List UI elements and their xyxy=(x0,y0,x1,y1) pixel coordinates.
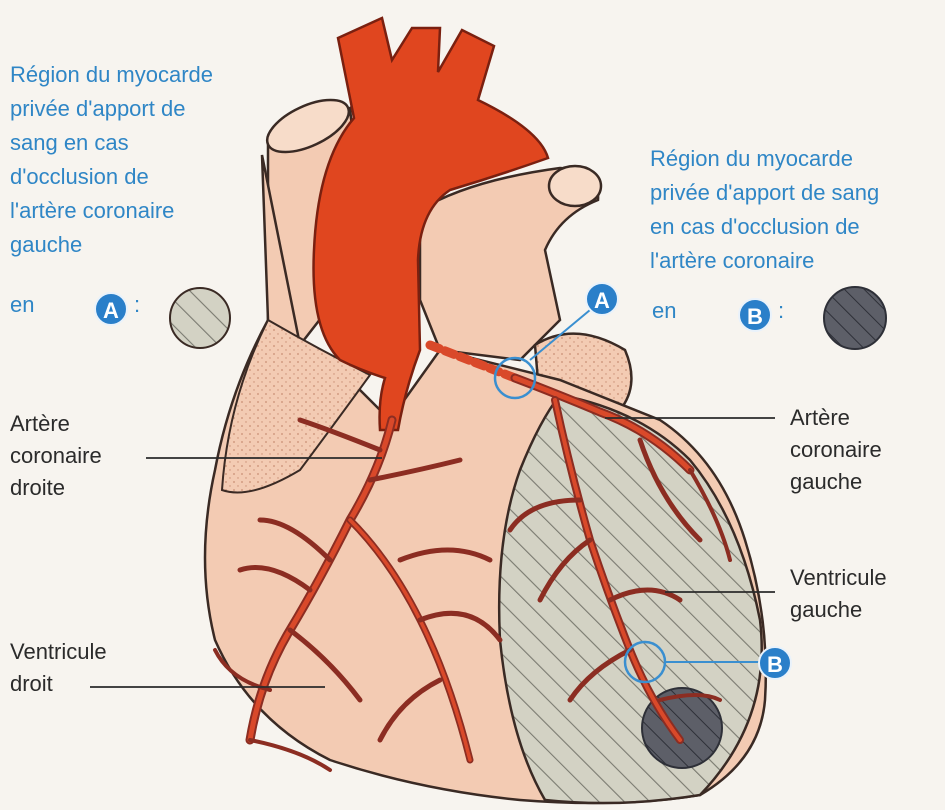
legend-right-line: l'artère coronaire xyxy=(650,244,879,278)
marker-b-badge: B xyxy=(758,646,792,680)
legend-left-colon: : xyxy=(134,292,140,318)
legend-left-en: en xyxy=(10,292,34,318)
label-line: Ventricule xyxy=(790,562,887,594)
legend-swatch-dark-hatch xyxy=(824,287,886,349)
legend-swatch-light-hatch xyxy=(170,288,230,348)
legend-right-badge: B xyxy=(738,298,772,332)
label-line: Artère xyxy=(790,402,882,434)
legend-left-line: Région du myocarde xyxy=(10,58,213,92)
legend-left-line: privée d'apport de xyxy=(10,92,213,126)
label-left-ventricle: Ventricule gauche xyxy=(790,562,887,626)
legend-left-line: l'artère coronaire xyxy=(10,194,213,228)
label-right-ventricle: Ventricule droit xyxy=(10,636,107,700)
label-left-coronary: Artère coronaire gauche xyxy=(790,402,882,498)
label-line: droite xyxy=(10,472,102,504)
legend-left: Région du myocarde privée d'apport de sa… xyxy=(10,58,213,262)
label-right-coronary: Artère coronaire droite xyxy=(10,408,102,504)
label-line: gauche xyxy=(790,594,887,626)
legend-right: Région du myocarde privée d'apport de sa… xyxy=(650,142,879,278)
label-line: coronaire xyxy=(10,440,102,472)
legend-left-line: d'occlusion de xyxy=(10,160,213,194)
legend-right-en: en xyxy=(652,298,676,324)
label-line: droit xyxy=(10,668,107,700)
legend-right-colon: : xyxy=(778,298,784,324)
label-line: Artère xyxy=(10,408,102,440)
label-line: gauche xyxy=(790,466,882,498)
label-line: coronaire xyxy=(790,434,882,466)
legend-right-line: privée d'apport de sang xyxy=(650,176,879,210)
marker-a-badge: A xyxy=(585,282,619,316)
legend-right-line: Région du myocarde xyxy=(650,142,879,176)
legend-left-line: gauche xyxy=(10,228,213,262)
legend-right-line: en cas d'occlusion de xyxy=(650,210,879,244)
legend-left-line: sang en cas xyxy=(10,126,213,160)
label-line: Ventricule xyxy=(10,636,107,668)
legend-left-badge: A xyxy=(94,292,128,326)
